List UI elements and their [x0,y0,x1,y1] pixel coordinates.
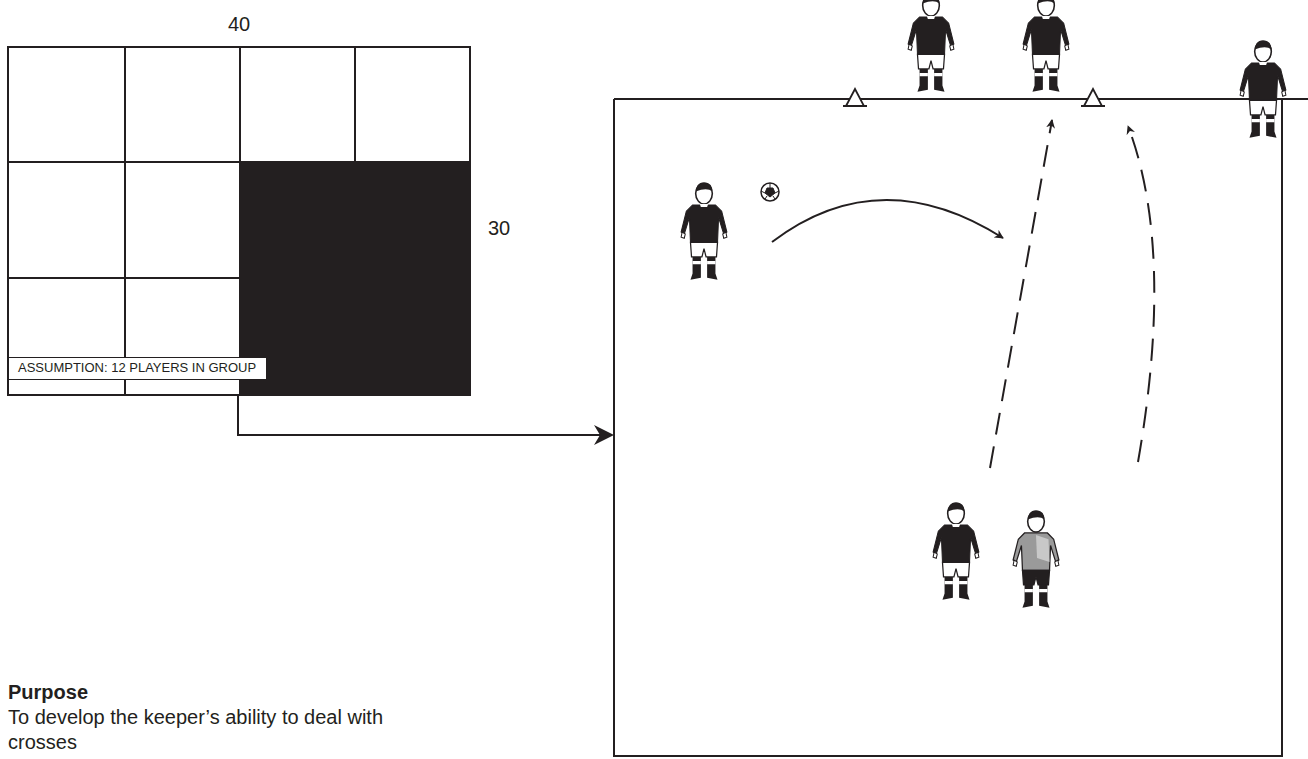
zoomed-field [614,99,1308,756]
ball [761,183,779,201]
dimension-label: 30 [488,216,510,241]
field-grid [8,47,470,395]
zoom-arrow [238,395,612,435]
players [681,0,1286,608]
dimension-label: 40 [228,12,250,37]
purpose-text: To develop the keeper’s ability to deal … [8,705,408,755]
cross-pass-arrow [772,200,1003,242]
attacker-run-arrow [990,120,1052,468]
box-text: ASSUMPTION: 12 PLAYERS IN GROUP [18,360,257,377]
goal-cones [843,89,1105,106]
assumption-box: ASSUMPTION: 12 PLAYERS IN GROUP [8,357,267,380]
keeper-run-arrow [1128,126,1154,462]
section-heading: Purpose [8,680,88,705]
